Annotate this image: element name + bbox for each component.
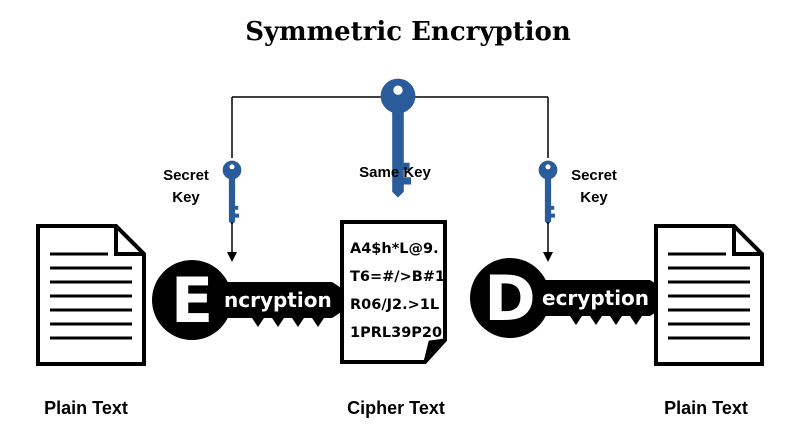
cipher-line-3: R06/J2.>1L [350, 297, 439, 313]
decryption-initial: D [484, 262, 535, 335]
right-secret-key-label-line2: Key [580, 189, 608, 206]
right-secret-key-label-line1: Secret [571, 167, 617, 184]
left-secret-key-label-line1: Secret [163, 167, 209, 184]
encryption-initial: E [171, 264, 213, 337]
diagram-title: Symmetric Encryption [245, 17, 571, 47]
plain-text-document-right-icon [654, 224, 764, 366]
cipher-line-4: 1PRL39P20 [350, 325, 442, 341]
right-key-arrow [543, 222, 553, 262]
cipher-line-1: A4$h*L@9. [350, 241, 439, 257]
same-key-label: Same Key [359, 164, 431, 181]
plain-text-document-left-icon [36, 224, 146, 366]
encryption-label: ncryption [224, 288, 332, 312]
cipher-page-fold [423, 338, 446, 363]
right-secret-key-icon [538, 160, 558, 225]
left-secret-key-icon [222, 160, 242, 225]
decryption-key-banner: D ecryption [470, 258, 678, 338]
plain-text-right-caption: Plain Text [664, 398, 748, 418]
cipher-line-2: T6=#/>B#1 [350, 269, 445, 285]
decryption-label: ecryption [542, 286, 649, 310]
cipher-text-document: A4$h*L@9. T6=#/>B#1 R06/J2.>1L 1PRL39P20 [340, 220, 447, 364]
left-key-arrow [227, 222, 237, 262]
plain-text-left-caption: Plain Text [44, 398, 128, 418]
encryption-key-banner: E ncryption [152, 260, 360, 340]
left-secret-key-label-line2: Key [172, 189, 200, 206]
cipher-text-caption: Cipher Text [347, 398, 445, 418]
